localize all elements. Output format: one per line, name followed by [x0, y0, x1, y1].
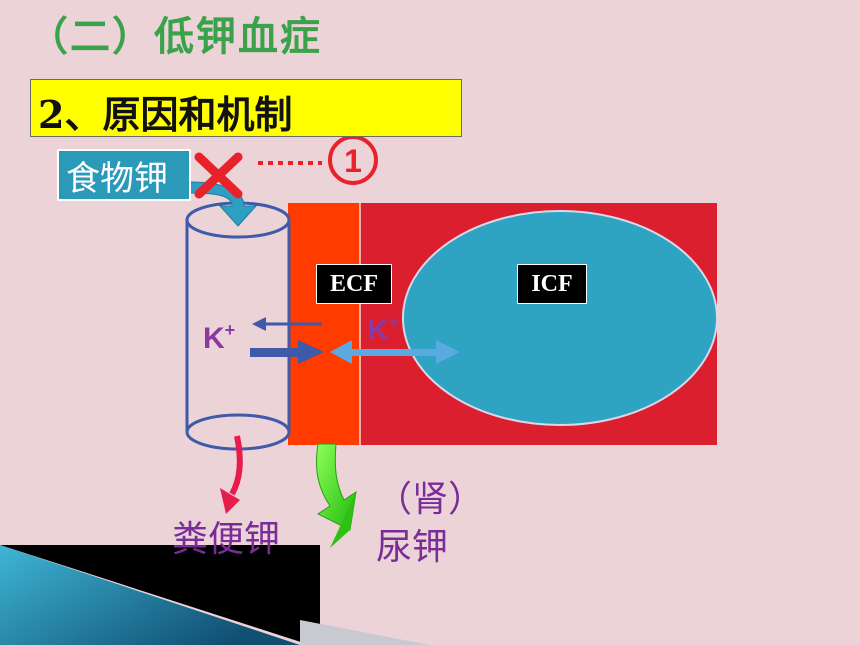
circle-number-icon: 1: [328, 135, 378, 185]
kidney-label: （肾）: [376, 479, 485, 520]
urine-potassium-label: 尿钾: [376, 527, 449, 568]
page-title: （二）低钾血症: [28, 14, 322, 60]
icf-label: ICF: [517, 264, 587, 304]
cylinder-icon: [185, 201, 291, 451]
stool-potassium-label: 粪便钾: [172, 519, 281, 560]
subtitle-highlight: [30, 79, 462, 137]
ecf-label: ECF: [316, 264, 392, 304]
svg-text:1: 1: [344, 143, 362, 179]
potassium-ion-label-vessel: K+: [203, 320, 236, 355]
corner-decoration: [0, 545, 430, 645]
icf-cell: [402, 210, 718, 426]
arrow-right-icon: [250, 340, 324, 364]
double-arrow-icon: [330, 340, 460, 364]
arrow-left-icon: [252, 317, 322, 331]
potassium-ion-label-tissue: K+: [367, 312, 400, 347]
food-potassium-label: 食物钾: [66, 159, 168, 199]
urine-arrow-icon: [316, 443, 357, 548]
red-x-icon: [194, 152, 243, 199]
food-potassium-box: [57, 149, 191, 201]
stool-arrow-icon: [220, 435, 243, 514]
section-subtitle: 2、原因和机制: [38, 92, 293, 137]
